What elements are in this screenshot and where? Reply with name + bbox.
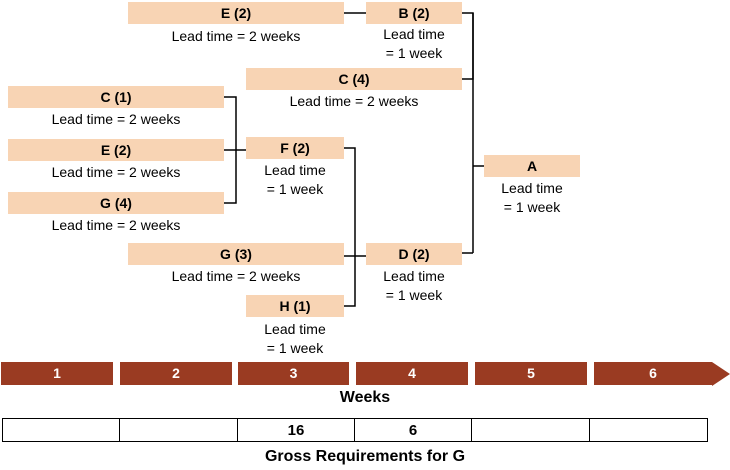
component-g4: G (4)	[8, 192, 224, 214]
component-e2-left: E (2)	[8, 139, 224, 161]
gross-cell-2	[119, 418, 238, 442]
component-a: A	[484, 155, 580, 177]
lead-time-g4: Lead time = 2 weeks	[51, 217, 181, 233]
lead-time-e2-top: Lead time = 2 weeks	[171, 28, 301, 44]
component-f2: F (2)	[246, 137, 344, 159]
lead-time-h1-line1: Lead time	[264, 321, 326, 337]
lead-time-h1-line2: = 1 week	[266, 340, 324, 356]
lead-time-f2-line2: = 1 week	[266, 181, 324, 197]
week-3: 3	[238, 362, 349, 385]
lead-time-g3: Lead time = 2 weeks	[171, 268, 301, 284]
component-c1: C (1)	[8, 86, 224, 108]
timeline-arrow-icon	[712, 362, 730, 386]
lead-time-b2-line1: Lead time	[383, 26, 445, 42]
component-d2: D (2)	[366, 243, 462, 265]
connector-b2-c4-a	[462, 12, 474, 80]
component-c4: C (4)	[246, 68, 462, 90]
lead-time-c1: Lead time = 2 weeks	[51, 111, 181, 127]
lead-time-a-line1: Lead time	[501, 180, 563, 196]
lead-time-c4: Lead time = 2 weeks	[289, 93, 419, 109]
component-h1: H (1)	[246, 295, 344, 317]
gross-cell-3: 16	[237, 418, 355, 442]
lead-time-d2-line1: Lead time	[383, 268, 445, 284]
gross-cell-4: 6	[354, 418, 472, 442]
lead-time-f2-line1: Lead time	[264, 162, 326, 178]
gross-requirements-label: Gross Requirements for G	[264, 448, 466, 465]
gross-cell-5	[471, 418, 590, 442]
weeks-label: Weeks	[339, 389, 391, 406]
week-5: 5	[475, 362, 587, 385]
week-6: 6	[594, 362, 712, 385]
lead-time-b2-line2: = 1 week	[385, 45, 443, 61]
component-e2-top: E (2)	[128, 2, 344, 24]
lead-time-d2-line2: = 1 week	[385, 287, 443, 303]
component-b2: B (2)	[366, 2, 462, 24]
lead-time-e2-left: Lead time = 2 weeks	[51, 164, 181, 180]
gross-cell-6	[589, 418, 708, 442]
week-2: 2	[120, 362, 232, 385]
lead-time-a-line2: = 1 week	[503, 199, 561, 215]
week-4: 4	[356, 362, 468, 385]
connector-f2-h1	[344, 147, 356, 307]
week-1: 1	[1, 362, 113, 385]
component-g3: G (3)	[128, 243, 344, 265]
gross-cell-1	[2, 418, 120, 442]
